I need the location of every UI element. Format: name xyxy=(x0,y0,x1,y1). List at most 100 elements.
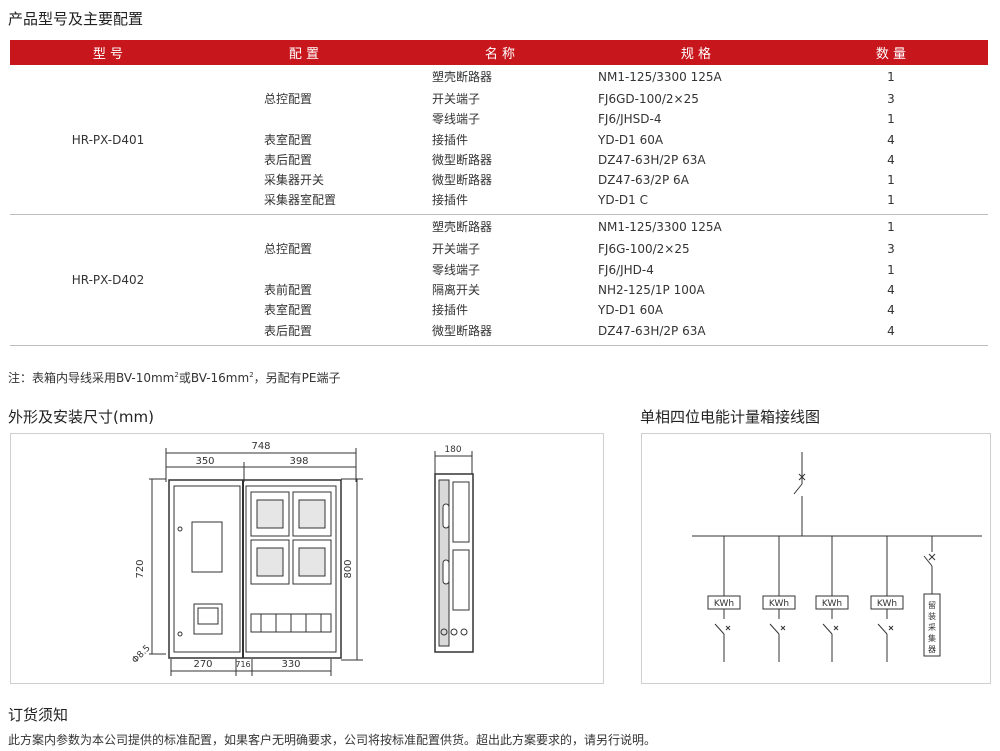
config-cell xyxy=(206,65,402,89)
note-sup2: 2 xyxy=(249,371,254,379)
config-cell: 表室配置 xyxy=(264,132,313,147)
wiring-diagram-panel: KWh KWh KWh KWh 留 装 采 集 器 xyxy=(641,433,991,684)
name-cell: 塑壳断路器 xyxy=(432,220,493,235)
reserved-label-char: 留 xyxy=(928,600,936,610)
table-row: HR-PX-D401 塑壳断路器 NM1-125/3300 125A 1 xyxy=(10,65,988,216)
spec-cell: DZ47-63/2P 6A xyxy=(598,173,689,188)
name-cell: 零线端子 xyxy=(432,112,481,127)
name-cell: 接插件 xyxy=(432,303,469,318)
config-cell xyxy=(206,260,402,280)
qty-cell: 1 xyxy=(887,70,895,84)
dim-height-outer: 800 xyxy=(343,559,354,578)
config-cell: 表后配置 xyxy=(264,152,313,167)
spec-cell: FJ6GD-100/2×25 xyxy=(598,92,699,106)
header-name: 名 称 xyxy=(484,47,516,62)
name-cell: 微型断路器 xyxy=(432,173,493,188)
name-cell: 零线端子 xyxy=(432,262,481,277)
dim-height-inner: 720 xyxy=(135,559,146,578)
name-cell: 开关端子 xyxy=(432,242,481,257)
name-cell: 微型断路器 xyxy=(402,320,598,346)
name-cell: 接插件 xyxy=(432,132,469,147)
qty-cell: 1 xyxy=(887,262,895,277)
config-cell xyxy=(206,109,402,129)
table-row: 总控配置 开关端子 FJ6G-100/2×25 3 xyxy=(10,239,988,259)
config-cell: 采集器室配置 xyxy=(206,190,402,216)
model-cell: HR-PX-D401 xyxy=(10,65,206,216)
spec-cell: FJ6/JHD-4 xyxy=(598,262,654,277)
table-row: 采集器开关 微型断路器 DZ47-63/2P 6A 1 xyxy=(10,170,988,190)
qty-cell: 4 xyxy=(887,152,895,167)
section-title-ordering: 订货须知 xyxy=(8,706,69,724)
dim-right-width: 398 xyxy=(289,456,308,467)
spec-cell: NM1-125/3300 125A xyxy=(598,220,722,235)
config-cell: 表室配置 xyxy=(264,303,313,318)
spec-cell: DZ47-63H/2P 63A xyxy=(598,152,706,167)
spec-cell: YD-D1 60A xyxy=(598,132,664,147)
config-table: 型 号 配 置 名 称 规 格 数 量 HR-PX-D401 塑壳断路器 NM1… xyxy=(10,40,988,346)
wiring-note: 注：表箱内导线采用BV-10mm2或BV-16mm2，另配有PE端子 xyxy=(8,369,340,386)
section-title-config: 产品型号及主要配置 xyxy=(8,10,144,28)
name-cell: 开关端子 xyxy=(432,92,481,106)
note-sup1: 2 xyxy=(174,371,179,379)
spec-cell: FJ6G-100/2×25 xyxy=(598,242,690,257)
meter-label-2: KWh xyxy=(769,599,789,609)
note-suffix: ，另配有PE端子 xyxy=(253,371,341,385)
dim-bottom-left: 270 xyxy=(193,659,212,670)
dim-total-width: 748 xyxy=(251,441,270,452)
qty-cell: 1 xyxy=(887,173,895,188)
qty-cell: 4 xyxy=(794,320,988,346)
dimension-drawing-panel: 748 350 398 720 800 270 716 330 Φ8.5 180 xyxy=(10,433,604,684)
dim-hole: Φ8.5 xyxy=(130,643,152,665)
table-row: 表后配置 微型断路器 DZ47-63H/2P 63A 4 xyxy=(10,150,988,170)
qty-cell: 1 xyxy=(794,190,988,216)
table-row: 零线端子 FJ6/JHSD-4 1 xyxy=(10,109,988,129)
reserved-label-char: 集 xyxy=(928,633,936,643)
qty-cell: 3 xyxy=(887,92,895,106)
table-row: 表后配置 微型断路器 DZ47-63H/2P 63A 4 xyxy=(10,320,988,346)
table-row: 总控配置 开关端子 FJ6GD-100/2×25 3 xyxy=(10,89,988,109)
config-cell: 表前配置 xyxy=(264,283,313,298)
header-qty: 数 量 xyxy=(875,47,907,62)
wiring-diagram: KWh KWh KWh KWh 留 装 采 集 器 xyxy=(692,452,982,662)
config-cell xyxy=(206,215,402,240)
model-cell: HR-PX-D402 xyxy=(10,214,206,346)
config-cell: 总控配置 xyxy=(264,92,313,106)
table-header-row: 型 号 配 置 名 称 规 格 数 量 xyxy=(10,40,988,65)
meter-label-1: KWh xyxy=(714,599,734,609)
name-cell: 接插件 xyxy=(402,190,598,216)
table-row: 表前配置 隔离开关 NH2-125/1P 100A 4 xyxy=(10,280,988,300)
name-cell: 隔离开关 xyxy=(432,283,481,298)
section-title-dimensions: 外形及安装尺寸(mm) xyxy=(8,408,154,426)
header-model: 型 号 xyxy=(92,47,124,62)
spec-cell: FJ6/JHSD-4 xyxy=(598,112,662,127)
table-row: HR-PX-D402 塑壳断路器 NM1-125/3300 125A 1 xyxy=(10,214,988,346)
qty-cell: 1 xyxy=(887,112,895,127)
dim-bottom-right: 330 xyxy=(281,659,300,670)
spec-cell: NH2-125/1P 100A xyxy=(598,283,705,298)
dim-depth: 180 xyxy=(444,445,461,455)
table-row: 表室配置 接插件 YD-D1 60A 4 xyxy=(10,130,988,150)
spec-cell: NM1-125/3300 125A xyxy=(598,70,722,84)
table-row: 零线端子 FJ6/JHD-4 1 xyxy=(10,260,988,280)
config-cell: 总控配置 xyxy=(264,242,313,257)
qty-cell: 3 xyxy=(887,242,895,257)
header-spec: 规 格 xyxy=(680,47,712,62)
note-middle: 或BV-16mm xyxy=(178,371,250,385)
header-config: 配 置 xyxy=(288,47,320,62)
reserved-label-char: 采 xyxy=(928,622,936,632)
qty-cell: 4 xyxy=(887,303,895,318)
ordering-notice: 此方案内参数为本公司提供的标准配置，如果客户无明确要求，公司将按标准配置供货。超… xyxy=(8,733,657,747)
note-prefix: 注：表箱内导线采用BV-10mm xyxy=(8,371,175,385)
section-title-wiring: 单相四位电能计量箱接线图 xyxy=(640,408,821,426)
config-cell: 采集器开关 xyxy=(264,173,325,188)
spec-cell: YD-D1 60A xyxy=(598,303,664,318)
table-row: 采集器室配置 接插件 YD-D1 C 1 xyxy=(10,190,988,216)
config-cell: 表后配置 xyxy=(206,320,402,346)
qty-cell: 1 xyxy=(887,220,895,235)
qty-cell: 4 xyxy=(887,132,895,147)
spec-cell: DZ47-63H/2P 63A xyxy=(598,320,794,346)
name-cell: 塑壳断路器 xyxy=(432,70,493,84)
dim-bottom-mid: 716 xyxy=(235,660,250,669)
meter-label-3: KWh xyxy=(822,599,842,609)
spec-cell: YD-D1 C xyxy=(598,190,794,216)
